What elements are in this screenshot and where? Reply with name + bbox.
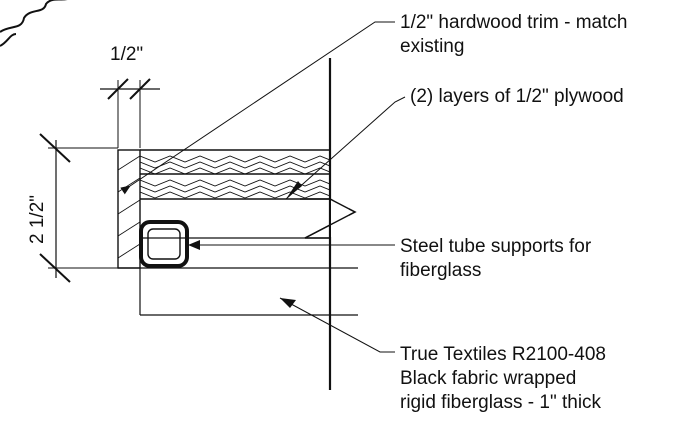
note-steel-tube-line-2: fiberglass [400,260,481,281]
hardwood-trim [117,149,141,269]
note-steel-tube: Steel tube supports for fiberglass [400,236,596,281]
height-dimension-label: 2 1/2" [27,195,48,244]
plywood-layers [140,149,330,200]
note-fabric-panel-line-2: Black fabric wrapped [400,368,576,389]
note-hardwood-trim-line-2: existing [400,36,464,57]
revision-cloud-lower [0,33,17,47]
height-dimension: 2 1/2" [27,133,118,283]
note-fabric-panel: True Textiles R2100-408 Black fabric wra… [400,344,611,413]
leader-fabric-panel [279,297,395,353]
note-hardwood-trim-line-1: 1/2" hardwood trim - match [400,12,627,33]
width-dimension-label: 1/2" [110,44,143,65]
note-fabric-panel-line-3: rigid fiberglass - 1" thick [400,392,602,413]
revision-cloud [0,0,68,33]
note-fabric-panel-line-1: True Textiles R2100-408 [400,344,606,365]
width-dimension: 1/2" [100,44,160,148]
note-plywood-line-1: (2) layers of 1/2" plywood [410,86,624,107]
note-hardwood-trim: 1/2" hardwood trim - match existing [400,12,633,57]
leader-steel-tube [188,240,395,250]
leader-trim [120,21,395,195]
fiberglass-panel [118,237,358,316]
steel-tube [139,220,189,268]
leader-plywood [285,96,406,200]
note-plywood: (2) layers of 1/2" plywood [410,86,624,107]
note-steel-tube-line-1: Steel tube supports for [400,236,592,257]
